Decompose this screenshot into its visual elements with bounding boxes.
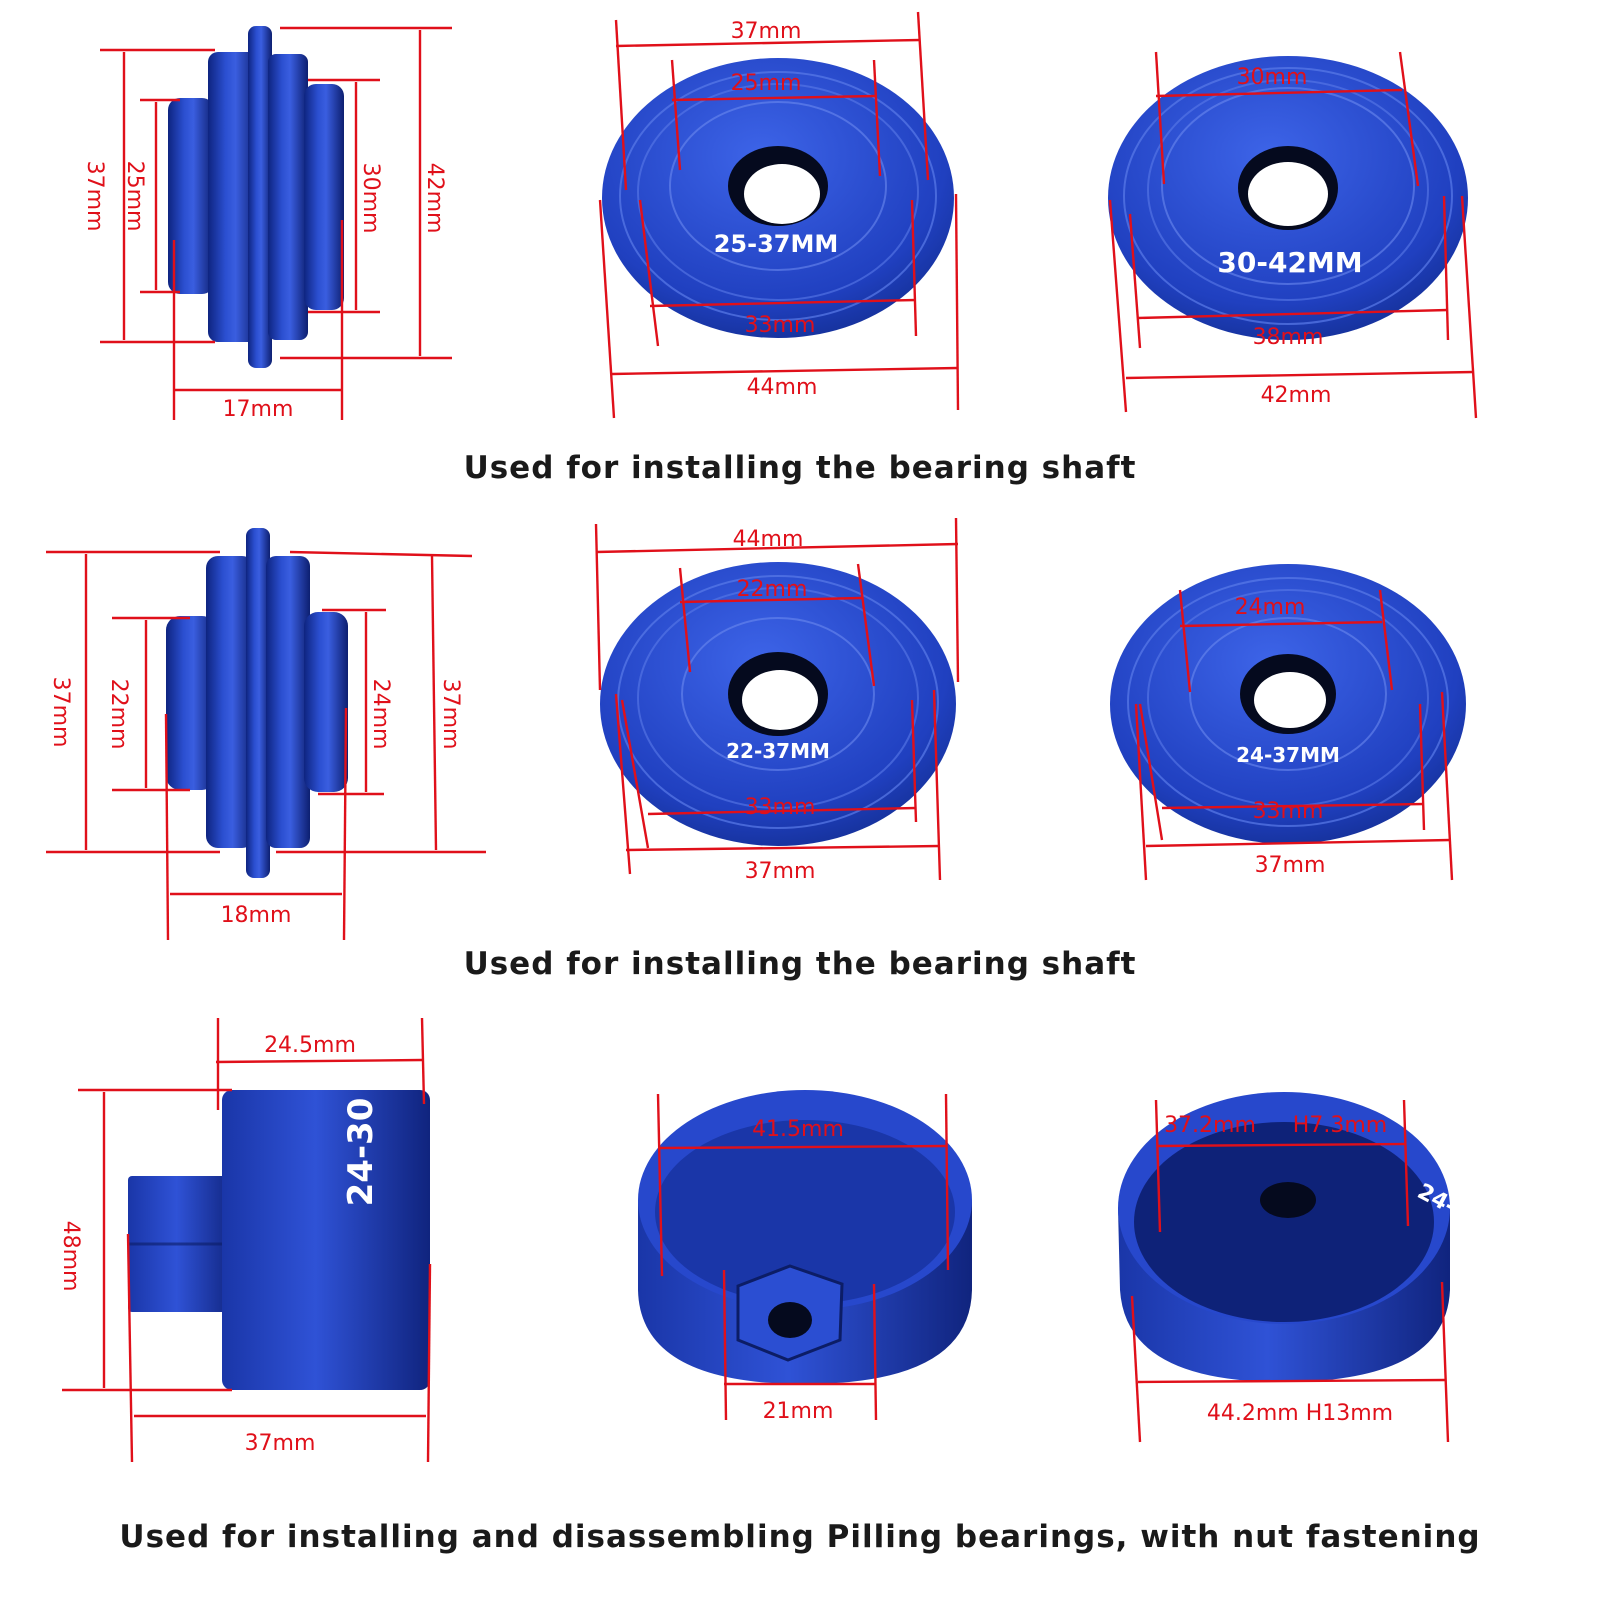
row3-cylinder-height-label: 48mm (58, 1221, 83, 1292)
row1-disc-b-dimensions (1108, 51, 1478, 419)
row2-side-inner-height-label: 22mm (106, 679, 131, 750)
row1-disc-b (1108, 56, 1468, 340)
row3-cup-b-bottom-label: 44.2mm H13mm (1207, 1401, 1393, 1426)
row1-disc-a-top-outer-label: 37mm (731, 19, 802, 44)
row1-disc-a-bottom-inner-label: 33mm (745, 313, 816, 338)
row3-cylinder-dimensions (62, 1017, 432, 1463)
row1-disc-a-top-inner-label: 25mm (731, 71, 802, 96)
row3-cup-b-top-left-label: 37.2mm (1164, 1113, 1256, 1138)
row2-side-width-label: 18mm (221, 903, 292, 928)
row1-side-outer-height-label: 37mm (82, 161, 107, 232)
row3-cylinder-top-width-label: 24.5mm (264, 1033, 356, 1058)
row1-disc-a (602, 58, 954, 338)
row3-cylinder-part (128, 1090, 430, 1390)
row1-caption: Used for installing the bearing shaft (463, 450, 1137, 486)
row2-disc-b (1110, 564, 1466, 844)
row1-disc-b-etched-label: 30-42MM (1217, 246, 1362, 279)
row1-side-inner-height-label: 25mm (122, 161, 147, 232)
row2-disc-b-bottom-inner-label: 33mm (1253, 799, 1324, 824)
row3-cup-b (1118, 1092, 1450, 1382)
row2-disc-a-top-inner-label: 22mm (737, 577, 808, 602)
row3-cup-a-bottom-width-label: 21mm (763, 1399, 834, 1424)
row2-side-dimensions (46, 550, 486, 941)
row3-caption: Used for installing and disassembling Pi… (119, 1519, 1481, 1555)
row2-side-view-part (166, 528, 348, 878)
row1-side-dimensions (100, 26, 452, 420)
row2-disc-b-top-inner-label: 24mm (1235, 595, 1306, 620)
row1-disc-a-etched-label: 25-37MM (714, 230, 839, 258)
row3-cup-a-top-width-label: 41.5mm (752, 1117, 844, 1142)
row2-disc-b-etched-label: 24-37MM (1236, 743, 1340, 767)
row1-side-right-outer-label: 42mm (422, 163, 447, 234)
row2-disc-a-bottom-outer-label: 37mm (745, 859, 816, 884)
row3-cylinder-etched-label: 24-30 (341, 1098, 381, 1207)
row3-cup-a (638, 1090, 972, 1384)
row2-side-right-inner-label: 24mm (368, 679, 393, 750)
row2-disc-a-etched-label: 22-37MM (726, 739, 830, 763)
row3-cup-b-top-right-label: H7.3mm (1293, 1113, 1387, 1138)
row2-side-right-outer-label: 37mm (438, 679, 463, 750)
row2-disc-a-top-outer-label: 44mm (733, 527, 804, 552)
row1-side-view-part (168, 26, 344, 368)
row3-cylinder-bottom-width-label: 37mm (245, 1431, 316, 1456)
row2-side-outer-height-label: 37mm (48, 677, 73, 748)
row1-disc-b-bottom-inner-label: 38mm (1253, 325, 1324, 350)
row1-disc-b-bottom-outer-label: 42mm (1261, 383, 1332, 408)
row2-disc-b-dimensions (1134, 589, 1454, 881)
row1-disc-a-bottom-outer-label: 44mm (747, 375, 818, 400)
row2-disc-b-bottom-outer-label: 37mm (1255, 853, 1326, 878)
row2-caption: Used for installing the bearing shaft (463, 946, 1137, 982)
row3-cup-a-dimensions (656, 1093, 950, 1421)
row1-side-width-label: 17mm (223, 397, 294, 422)
row2-disc-a-bottom-inner-label: 33mm (745, 795, 816, 820)
row1-side-right-inner-label: 30mm (358, 163, 383, 234)
row1-disc-b-top-inner-label: 30mm (1237, 65, 1308, 90)
row1-disc-a-dimensions (598, 11, 960, 419)
row3-cup-b-dimensions (1130, 1099, 1450, 1443)
row2-disc-a-dimensions (594, 517, 960, 881)
